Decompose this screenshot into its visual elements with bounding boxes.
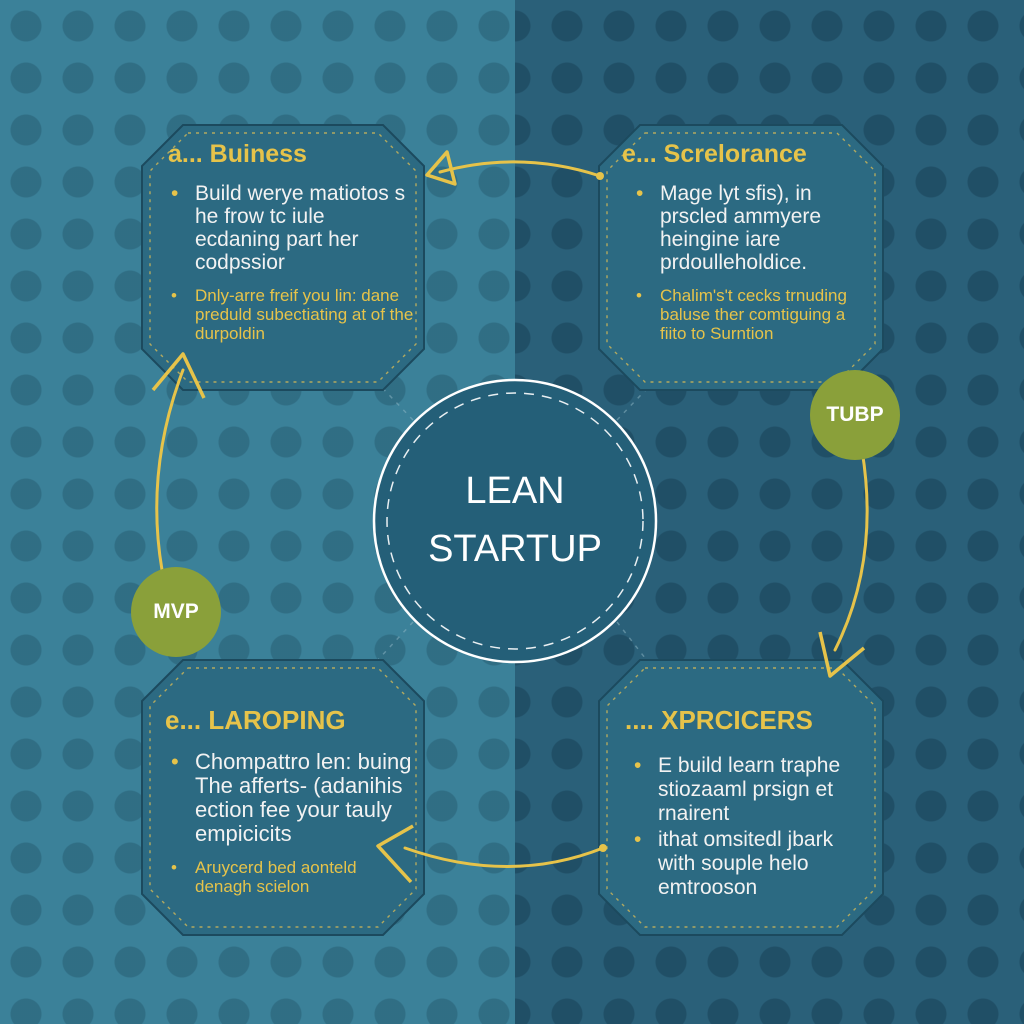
mvp-badge: MVP xyxy=(131,567,221,657)
card-bottom-right-main-text: E build learn traphe stiozaaml prsign et… xyxy=(658,754,841,825)
card-top-left-shape xyxy=(141,124,425,391)
card-bottom-right-title: .... XPRCICERS xyxy=(625,705,813,735)
card-bottom-right-sub-text: ithat omsitedl jbark with souple helo em… xyxy=(658,828,834,899)
card-bottom-right-bullet-2: • ithat omsitedl jbark with souple helo … xyxy=(634,828,834,899)
card-bottom-left-title: e... LAROPING xyxy=(165,705,346,735)
card-top-right-sub-bullet: • Chalim's't cecks trnuding baluse ther … xyxy=(636,286,847,343)
card-top-right-bullet: • Mage lyt sfis), in prscled ammyere hei… xyxy=(636,182,822,274)
card-bottom-left-shape xyxy=(141,659,425,936)
card-top-right-title: e... Screlorance xyxy=(622,140,807,168)
card-bottom-right-shape xyxy=(598,659,884,936)
center-label-line1: LEAN xyxy=(465,470,565,512)
card-bottom-left-body: • Chompattro len: buing The afferts- (ad… xyxy=(165,749,415,897)
card-top-right-main-text: Mage lyt sfis), in prscled ammyere heing… xyxy=(660,182,822,274)
tubp-badge: TUBP xyxy=(810,370,900,460)
card-top-left-bullet: • Build werye matiotos s he frow tc iule… xyxy=(171,182,406,274)
card-top-left-main-text: Build werye matiotos s he frow tc iule e… xyxy=(195,182,406,274)
card-top-left-title: a... Buiness xyxy=(168,140,307,168)
card-bottom-left-bullet: • Chompattro len: buing The afferts- (ad… xyxy=(171,749,412,846)
card-top-left-sub-bullet: • Dnly-arre freif you lin: dane preduld … xyxy=(171,286,414,343)
card-top-right-sub-text: Chalim's't cecks trnuding baluse ther co… xyxy=(660,286,847,343)
arrow-right xyxy=(833,448,869,652)
card-top-left-body: • Build werye matiotos s he frow tc iule… xyxy=(165,182,415,343)
card-top-left-sub-text: Dnly-arre freif you lin: dane preduld su… xyxy=(195,286,414,343)
arrow-top xyxy=(438,160,602,178)
card-bottom-left-sub-bullet: • Aruycerd bed aonteld denagh scielon xyxy=(171,858,357,896)
center-label: LEAN STARTUP xyxy=(374,462,656,578)
center-circle xyxy=(372,378,658,664)
card-bottom-left-sub-text: Aruycerd bed aonteld denagh scielon xyxy=(195,858,357,896)
arrowhead-bottom xyxy=(376,824,414,884)
card-bottom-right-body: • E build learn traphe stiozaaml prsign … xyxy=(628,754,863,900)
arrow-left xyxy=(155,368,185,572)
arrowhead-right xyxy=(818,631,866,678)
card-top-right-body: • Mage lyt sfis), in prscled ammyere hei… xyxy=(630,182,855,343)
arrowhead-left xyxy=(151,352,206,399)
arrow-bottom xyxy=(403,846,605,868)
center-label-line2: STARTUP xyxy=(428,528,602,570)
arrowhead-top xyxy=(425,150,457,186)
card-bottom-right-bullet: • E build learn traphe stiozaaml prsign … xyxy=(634,754,841,825)
card-bottom-left-main-text: Chompattro len: buing The afferts- (adan… xyxy=(195,749,412,846)
